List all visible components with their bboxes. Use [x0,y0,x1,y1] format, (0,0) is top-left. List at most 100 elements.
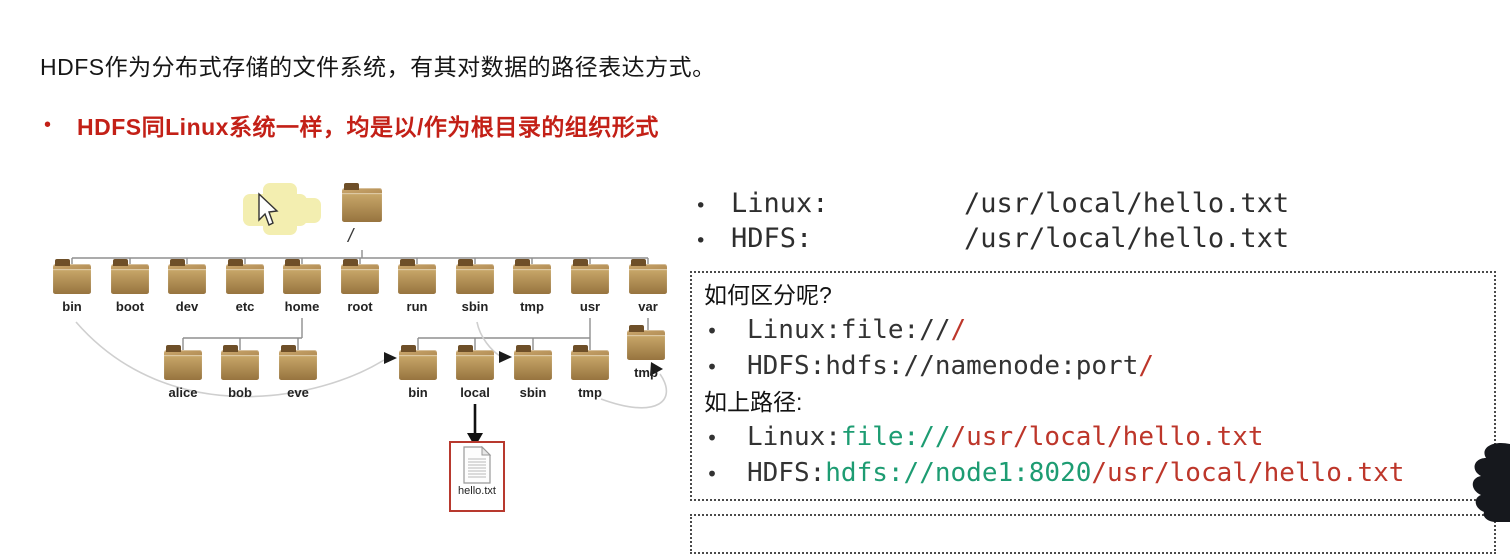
folder-usr-local: local [447,345,503,400]
os-label: Linux: [747,422,841,452]
folder-usr: usr [562,259,618,314]
folder-bob: bob [212,345,268,400]
folder-label: bin [62,299,82,314]
folder-icon [514,345,552,380]
path-heading: 如上路径: [704,389,803,415]
symlink-curve-tmp [600,373,668,409]
bullet-icon: • [706,462,719,486]
root-slash-red: / [950,315,967,345]
folder-label: sbin [461,299,489,314]
folder-tmp: tmp [504,259,560,314]
bullet-icon: • [706,355,719,379]
folder-etc: etc [217,259,273,314]
symlink-curve-bin [75,321,385,398]
symlink-curve-sbin [476,321,501,357]
folder-usr-bin: bin [390,345,446,400]
hand-cursor-icon [1472,442,1510,522]
folder-var-tmp: tmp [618,325,674,380]
path-comparison: • Linux: /usr/local/hello.txt • HDFS: /u… [695,188,1289,258]
folder-icon [226,259,264,294]
folder-icon [399,345,437,380]
folder-icon [342,183,382,222]
folder-icon [279,345,317,380]
bullet-icon: • [706,319,719,343]
folder-icon [53,259,91,294]
folder-label: alice [168,385,198,400]
next-box-edge [690,514,1496,554]
folder-label: eve [287,385,309,400]
os-label: HDFS: [731,223,813,254]
folder-label: run [406,299,428,314]
scheme-text: hdfs://namenode:port [825,351,1139,381]
root-slash-label: / [348,226,354,247]
comparison-row-hdfs: • HDFS: /usr/local/hello.txt [695,223,1289,258]
arrowhead-icon [384,352,397,364]
bullet-icon: • [695,230,707,252]
folder-label: local [460,385,490,400]
tree-branch-lines [71,250,649,350]
folder-label: dev [175,299,199,314]
folder-icon [341,259,379,294]
arrowhead-icon [650,362,663,376]
folder-alice: alice [155,345,211,400]
folder-icon [627,325,665,360]
folder-icon [283,259,321,294]
bullet-icon: • [695,195,707,217]
folder-root [334,183,390,222]
folder-boot: boot [102,259,158,314]
root-slash-red: / [1138,351,1155,381]
bullet-icon: • [706,426,719,450]
highlight-and-cursor [243,183,321,235]
hello-file-box: hello.txt [449,441,505,512]
explanation-box: 如何区分呢? •Linux: file:/// •HDFS: hdfs://na… [690,271,1496,501]
file-name-label: hello.txt [458,485,496,497]
folder-icon [629,259,667,294]
folder-label: tmp [520,299,544,314]
folder-icon [221,345,259,380]
os-label: HDFS: [747,351,826,381]
os-label: Linux: [731,188,829,219]
arrowhead-icon [467,433,483,447]
folder-icon [111,259,149,294]
tree-connector-lines [71,250,668,447]
bullet-icon: • [44,113,52,136]
folder-eve: eve [270,345,326,400]
folder-icon [456,259,494,294]
page-title: HDFS作为分布式存储的文件系统，有其对数据的路径表达方式。 [40,54,716,80]
question-heading: 如何区分呢? [704,282,832,308]
document-icon [463,446,492,484]
path-value: /usr/local/hello.txt [964,223,1290,254]
full-path-row-linux: • Linux: file:///usr/local/hello.txt [704,420,1482,456]
key-point-text: HDFS同Linux系统一样，均是以/作为根目录的组织形式 [77,114,659,140]
folder-label: bob [228,385,252,400]
folder-label: var [638,299,658,314]
folder-icon [571,345,609,380]
os-label: HDFS: [747,458,826,488]
folder-icon [164,345,202,380]
scheme-row-linux: • Linux: file:/// [704,313,1482,349]
folder-usr-sbin: sbin [505,345,561,400]
path-red: /usr/local/hello.txt [950,422,1264,452]
folder-bin: bin [44,259,100,314]
folder-usr-tmp: tmp [562,345,618,400]
folder-label: boot [115,299,145,314]
full-path-row-hdfs: •HDFS: hdfs://node1:8020/usr/local/hello… [704,456,1482,492]
slide-canvas: { "ui": { "bullet": "•" }, "header": { "… [40,54,1510,554]
folder-icon [398,259,436,294]
scheme-text: file:// [840,315,951,345]
folder-label: home [284,299,320,314]
folder-var: var [620,259,676,314]
folder-icon [571,259,609,294]
folder-label: root [347,299,373,314]
os-label: Linux: [747,315,841,345]
folder-icon [168,259,206,294]
mouse-cursor-icon [258,192,279,226]
folder-home: home [274,259,330,314]
arrowhead-icon [499,351,512,363]
highlight-blob [287,198,321,223]
folder-label: tmp [578,385,602,400]
folder-root-dir: root [332,259,388,314]
scheme-green: file:// [840,422,951,452]
folder-icon [513,259,551,294]
path-value: /usr/local/hello.txt [964,188,1290,219]
